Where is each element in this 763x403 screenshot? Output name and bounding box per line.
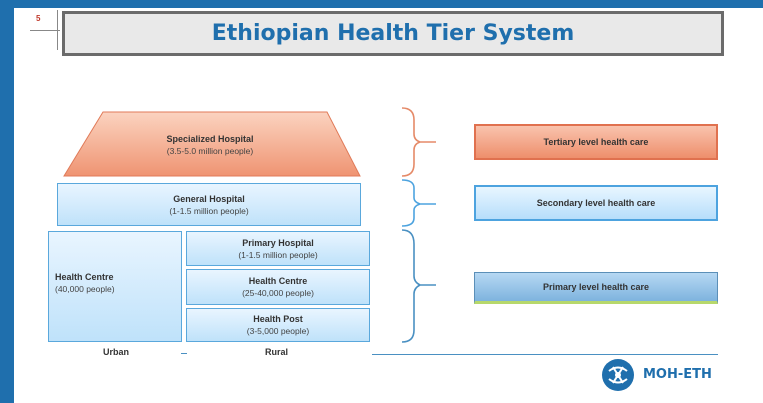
urban-health-centre-box: Health Centre (40,000 people) — [48, 231, 182, 342]
urban-rural-separator — [181, 353, 187, 354]
primary-hospital-name: Primary Hospital — [242, 237, 314, 248]
rural-label: Rural — [265, 347, 289, 357]
primary-care-box: Primary level health care — [474, 272, 718, 304]
health-post-pop: (3-5,000 people) — [246, 326, 310, 336]
health-post-name: Health Post — [253, 314, 303, 324]
moh-emblem-icon — [602, 359, 634, 391]
title-banner: Ethiopian Health Tier System — [62, 11, 724, 56]
general-hospital-name: General Hospital — [173, 193, 245, 204]
rural-health-centre-name: Health Centre — [248, 276, 308, 286]
specialized-hospital-trapezoid — [63, 111, 361, 177]
general-hospital-box: General Hospital (1-1.5 million people) — [57, 183, 361, 226]
tertiary-brace — [401, 107, 436, 177]
general-hospital-pop: (1-1.5 million people) — [169, 205, 249, 216]
top-accent-bar — [0, 0, 763, 8]
number-divider-horizontal — [30, 30, 60, 31]
secondary-care-box: Secondary level health care — [474, 185, 718, 221]
slide-number: 5 — [36, 14, 41, 23]
logo-text: MOH-ETH — [643, 367, 712, 382]
secondary-brace — [401, 179, 436, 227]
slide-title: Ethiopian Health Tier System — [211, 21, 575, 46]
base-divider-line — [372, 354, 718, 355]
primary-brace — [401, 229, 436, 343]
urban-health-centre-name: Health Centre — [55, 272, 114, 282]
tertiary-care-box: Tertiary level health care — [474, 124, 718, 160]
rural-health-centre-pop: (25-40,000 people) — [242, 288, 314, 298]
urban-label: Urban — [103, 347, 130, 357]
health-post-box: Health Post (3-5,000 people) — [186, 308, 370, 342]
primary-hospital-box: Primary Hospital (1-1.5 million people) — [186, 231, 370, 266]
rural-health-centre-box: Health Centre (25-40,000 people) — [186, 269, 370, 305]
primary-hospital-pop: (1-1.5 million people) — [238, 249, 318, 260]
urban-health-centre-pop: (40,000 people) — [55, 284, 115, 294]
specialized-hospital-label: Specialized Hospital (3.5-5.0 million pe… — [110, 134, 310, 156]
specialized-hospital-pop: (3.5-5.0 million people) — [166, 146, 254, 156]
specialized-hospital-name: Specialized Hospital — [166, 134, 254, 144]
side-accent-bar — [0, 0, 14, 403]
